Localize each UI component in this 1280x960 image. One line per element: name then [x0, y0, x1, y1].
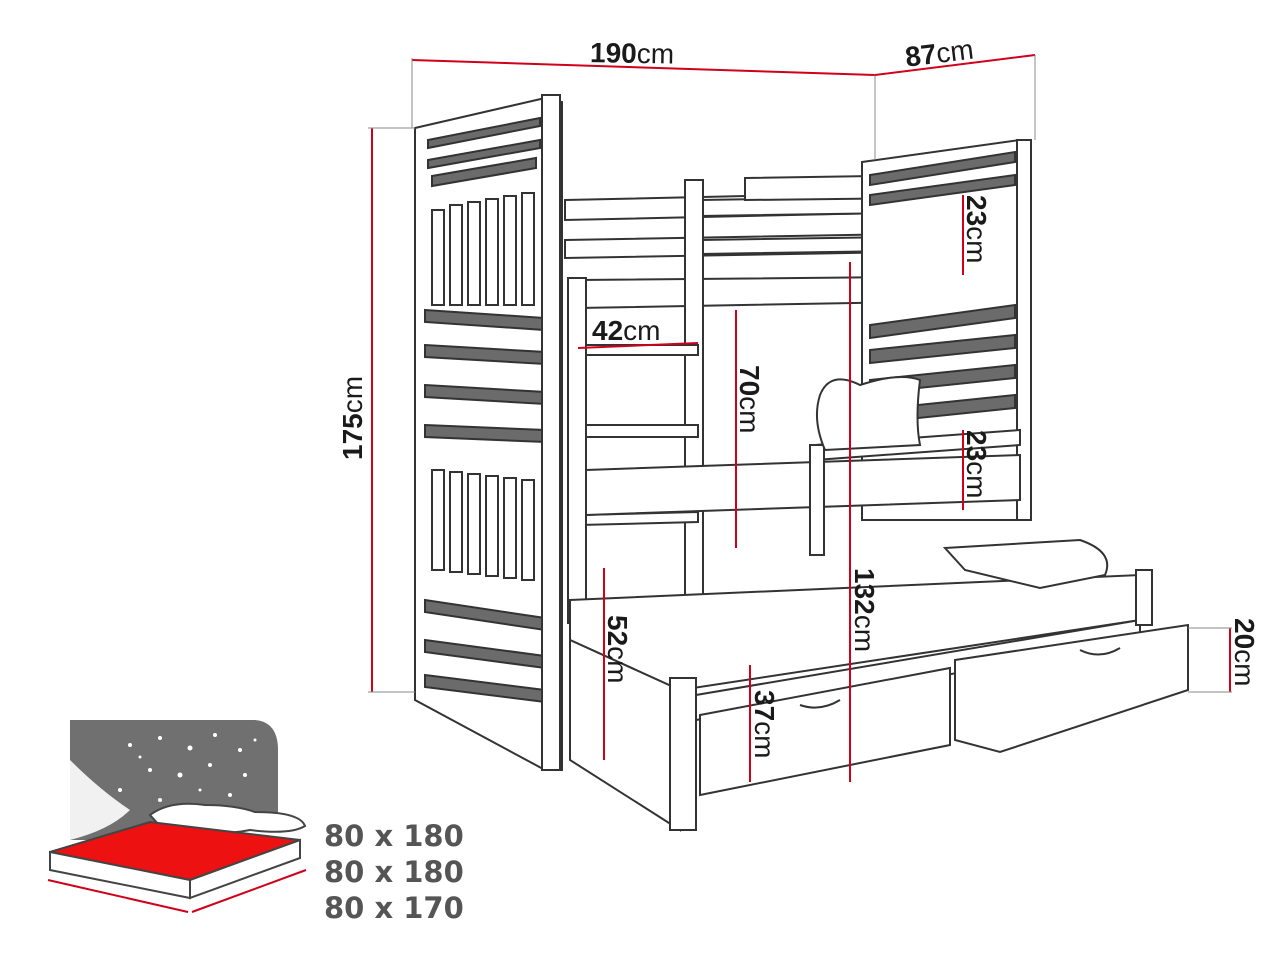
headboard-upper-slats	[427, 116, 541, 188]
trundle-front-post	[669, 677, 697, 831]
label-top-rail: 23cm	[961, 195, 992, 263]
label-drawer-height: 20cm	[1229, 618, 1260, 686]
label-upper-height: 132cm	[849, 568, 880, 652]
mattress-size-list: 80 x 180 80 x 180 80 x 170	[324, 818, 464, 926]
mattress-size-3: 80 x 170	[324, 891, 464, 925]
right-post	[1016, 139, 1032, 521]
label-mid-rail: 23cm	[961, 430, 992, 498]
headboard-vertical-bars	[431, 192, 535, 306]
label-ladder-width: 42cm	[592, 315, 660, 346]
front-left-post	[541, 94, 561, 771]
drawer-right	[954, 623, 1189, 754]
label-height: 175cm	[337, 376, 368, 460]
dimension-labels: 190cm 87cm 175cm 42cm 70cm 23cm 23cm 132…	[337, 34, 1260, 759]
headboard-lower-bars	[431, 469, 535, 581]
bed-frame-drawing	[414, 94, 1189, 832]
trundle-pillow	[942, 538, 1109, 590]
label-lower-height: 52cm	[602, 615, 633, 683]
mattress-size-1: 80 x 180	[324, 819, 464, 853]
label-clearance: 70cm	[734, 365, 765, 433]
lower-guard-post	[809, 444, 825, 556]
label-trundle-height: 37cm	[749, 690, 780, 758]
mattress-icon	[47, 720, 307, 913]
ladder-left-rail	[567, 277, 587, 624]
mattress-size-2: 80 x 180	[324, 855, 464, 889]
label-depth: 87cm	[903, 34, 975, 73]
ladder-rail	[684, 179, 704, 601]
dim-ladder-line	[577, 342, 699, 349]
stars-icon	[118, 733, 257, 802]
drawer-left	[699, 666, 951, 797]
lower-pillow	[815, 375, 922, 452]
headboard-bottom-slats	[424, 598, 546, 704]
dim-length-line	[411, 59, 876, 76]
dim-depth-line	[874, 54, 1036, 76]
label-length: 190cm	[590, 37, 675, 69]
dimension-lines	[368, 54, 1232, 782]
lower-back-rail	[585, 453, 1021, 517]
